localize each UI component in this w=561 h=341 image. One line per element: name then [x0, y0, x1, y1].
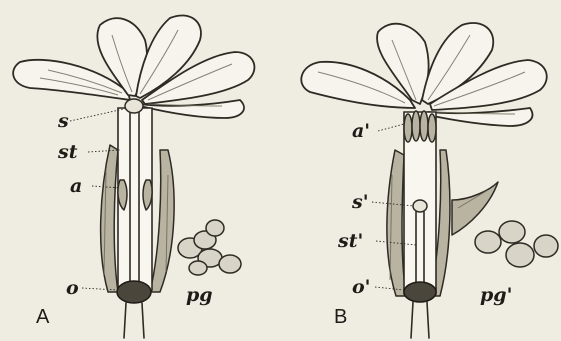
flower-b-pedicel — [411, 302, 429, 338]
label-pollen-b: pg' — [480, 284, 512, 306]
label-stigma-b: s' — [351, 191, 369, 213]
panel-label-b: B — [334, 306, 347, 328]
label-stigma-a: s — [57, 110, 69, 132]
label-ovary-a: o — [66, 277, 79, 299]
label-pollen-a: pg — [186, 284, 213, 306]
flower-b-ovary — [404, 282, 436, 302]
label-anther-b: a' — [352, 120, 370, 142]
label-stamen-a: st — [57, 141, 78, 163]
flower-a — [13, 15, 254, 338]
panel-label-a: A — [36, 306, 50, 328]
flower-b-stigma — [413, 200, 427, 212]
label-anther-a: a — [70, 175, 82, 197]
pollen-grains-a — [178, 220, 241, 275]
label-stamen-b: st' — [337, 230, 363, 252]
flower-a-stigma — [125, 99, 143, 113]
flower-a-pedicel — [124, 303, 144, 338]
label-ovary-b: o' — [352, 276, 371, 298]
flower-a-ovary — [117, 281, 151, 303]
pollen-grains-b — [475, 221, 558, 267]
